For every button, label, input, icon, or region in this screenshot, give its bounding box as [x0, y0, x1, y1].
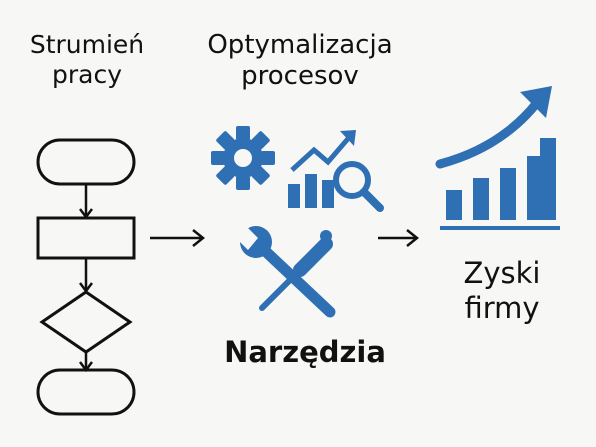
optimization-label-line1: Optymalizacja [207, 30, 393, 60]
flowchart-process-box [36, 216, 136, 260]
gear-icon [211, 126, 275, 190]
connector-arrow-left [150, 229, 206, 247]
profit-label-line2: firmy [464, 290, 540, 325]
flowchart-end-terminal [36, 368, 136, 416]
wrench-screwdriver-icon [236, 226, 336, 318]
growth-bar-chart-icon [435, 86, 560, 230]
chart-magnifier-icon [288, 130, 384, 212]
flowchart-start-terminal [36, 138, 136, 186]
connector-arrow-right [378, 229, 420, 247]
flowchart [36, 138, 136, 416]
tools-label-text: Narzędzia [224, 335, 386, 369]
profit-label: Zyski firmy [432, 256, 572, 326]
workflow-label: Strumień pracy [12, 30, 162, 90]
optimization-label: Optymalizacja procesov [180, 30, 420, 92]
tools-label: Narzędzia [210, 335, 400, 370]
optimization-label-line2: procesov [241, 61, 359, 92]
profit-label-line1: Zyski [463, 256, 541, 290]
flowchart-decision-diamond [39, 290, 133, 354]
workflow-label-line2: pracy [51, 60, 122, 89]
workflow-label-line1: Strumień [29, 30, 145, 59]
